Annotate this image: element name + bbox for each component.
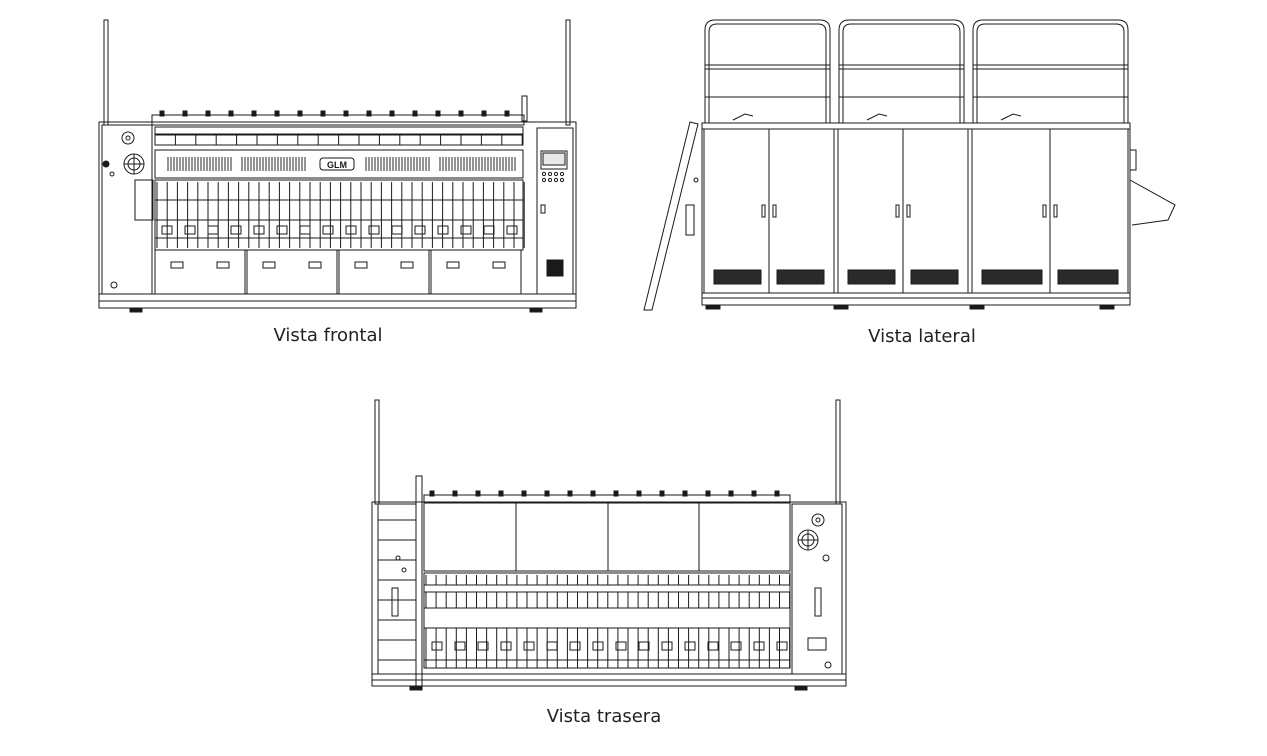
- caption-front-view: Vista frontal: [273, 325, 383, 346]
- rear-top-panels: [424, 503, 790, 571]
- rear-view: Vista trasera: [0, 380, 1267, 750]
- rear-control-box: [808, 638, 826, 650]
- side-feed-ramp: [644, 122, 698, 310]
- side-output-chute: [1130, 180, 1175, 225]
- rear-roller-area: [424, 573, 790, 668]
- front-strip-ticks: [155, 135, 522, 145]
- front-logo-plate: [320, 158, 354, 170]
- front-vents: [168, 157, 515, 171]
- front-top-knobs: [160, 111, 509, 116]
- side-railings: [705, 20, 1128, 123]
- side-base: [702, 293, 1130, 305]
- front-feed-strips: [157, 182, 524, 248]
- front-lower-doors: [155, 250, 521, 294]
- caption-rear-view: Vista trasera: [546, 706, 662, 727]
- front-antenna-left: [104, 20, 108, 125]
- rear-right-panel: [792, 504, 842, 674]
- front-control-box: [547, 260, 563, 276]
- rear-antenna-left: [375, 400, 379, 504]
- front-top-rail: [152, 115, 524, 125]
- side-body: [702, 123, 1130, 293]
- front-gauge: [122, 132, 134, 144]
- front-feed-area: [155, 180, 523, 250]
- side-view: Vista lateral: [620, 0, 1240, 360]
- front-view-drawing: GLM: [0, 0, 620, 360]
- front-vent-band: [155, 150, 523, 178]
- front-antenna-right: [566, 20, 570, 125]
- front-control-screen: [541, 151, 567, 169]
- rear-body: [372, 502, 846, 674]
- rear-strips: [426, 575, 790, 668]
- side-sections: [704, 129, 1128, 293]
- rear-top-knobs: [430, 491, 779, 496]
- rear-view-drawing: [0, 380, 1267, 750]
- rear-ladder: [378, 504, 416, 674]
- front-logo: GLM: [327, 160, 347, 170]
- rear-antenna-right: [836, 400, 840, 504]
- front-view: GLM Vista frontal: [0, 0, 620, 360]
- rear-ladder-rungs: [378, 520, 416, 660]
- front-control-cabinet: [537, 128, 573, 294]
- front-left-panel: [102, 125, 152, 294]
- front-control-buttons: [542, 172, 563, 181]
- side-view-drawing: [620, 0, 1240, 360]
- rear-gauge: [812, 514, 824, 526]
- side-feet: [706, 305, 1114, 309]
- caption-side-view: Vista lateral: [868, 326, 976, 347]
